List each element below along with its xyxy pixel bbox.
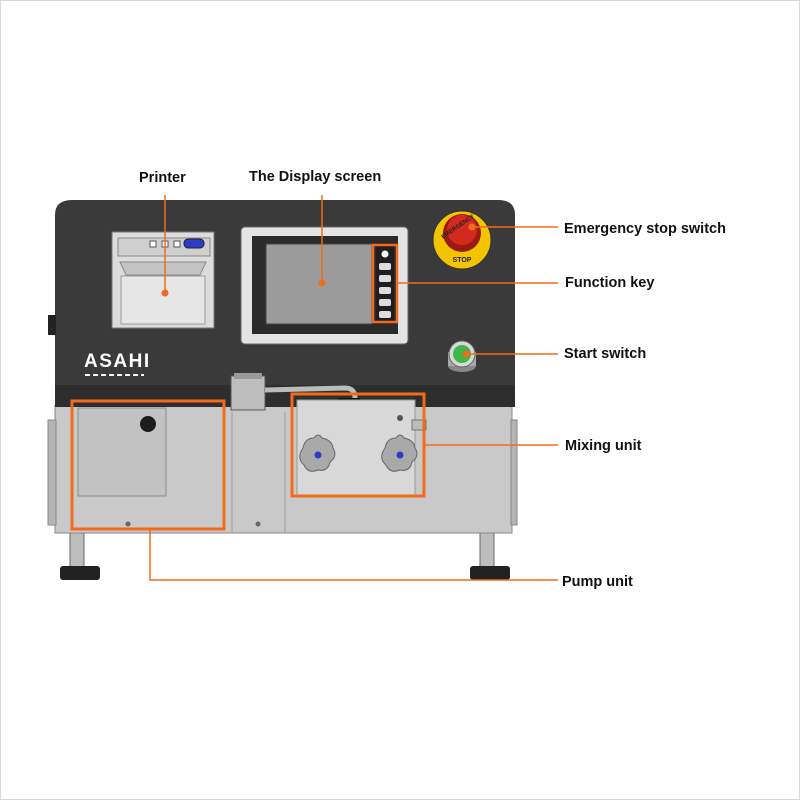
start-switch[interactable] <box>448 340 476 372</box>
leader-lines <box>149 195 558 581</box>
start-marker <box>462 350 470 358</box>
svg-text:STOP: STOP <box>453 257 472 264</box>
printer <box>111 231 215 329</box>
label-start-switch: Start switch <box>564 346 647 362</box>
brand-logo: ASAHI <box>84 351 151 372</box>
left-foot <box>60 531 100 580</box>
label-printer: Printer <box>139 170 186 186</box>
label-emergency-stop-switch: Emergency stop switch <box>564 221 726 237</box>
side-panel-left <box>47 419 57 526</box>
side-panel-right <box>510 419 518 526</box>
estop-marker <box>468 223 476 231</box>
pump-unit-highlight <box>70 399 226 531</box>
label-pump-unit: Pump unit <box>562 574 633 590</box>
label-function-key: Function key <box>565 275 655 291</box>
display-marker <box>318 279 326 287</box>
mixing-unit <box>296 399 427 496</box>
label-display-screen: The Display screen <box>249 169 382 185</box>
label-mixing-unit: Mixing unit <box>565 438 642 454</box>
emergency-stop-switch[interactable]: STOP EMERGENCY <box>432 210 492 270</box>
printer-marker <box>161 289 169 297</box>
pump-port <box>140 416 156 432</box>
right-foot <box>470 531 510 580</box>
